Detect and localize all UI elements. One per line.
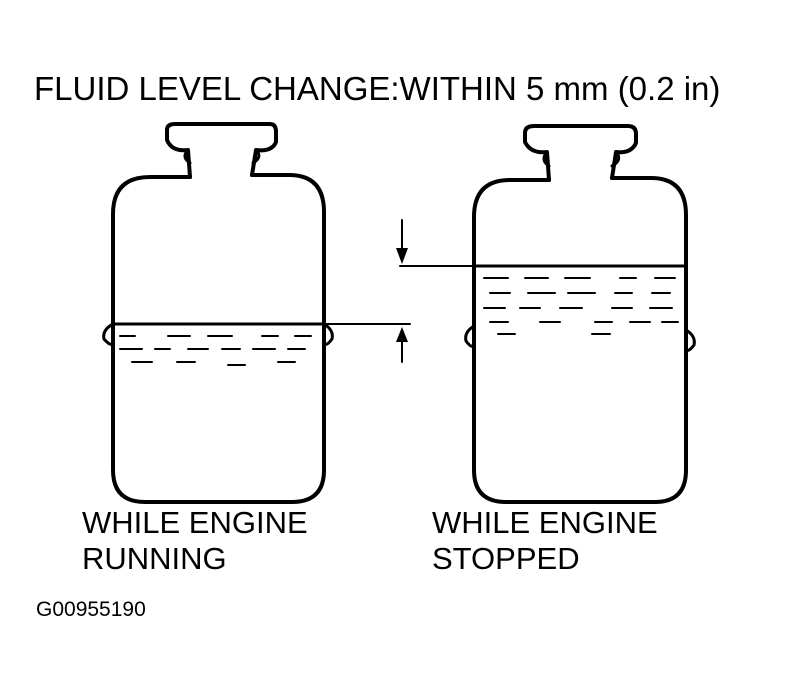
running-caption: WHILE ENGINE RUNNING	[82, 505, 308, 577]
stopped-caption-line1: WHILE ENGINE	[432, 505, 658, 540]
left-side-lug	[102, 322, 115, 346]
running-caption-line2: RUNNING	[82, 541, 227, 576]
left-reservoir	[102, 122, 411, 504]
right-side-lug	[464, 324, 476, 348]
right-reservoir-cap	[523, 124, 638, 182]
right-reservoir	[399, 124, 696, 504]
left-fluid-dashes	[119, 335, 312, 366]
down-arrow-icon	[396, 248, 408, 264]
up-arrow-icon	[396, 327, 408, 342]
stopped-caption-line2: STOPPED	[432, 541, 580, 576]
running-caption-line1: WHILE ENGINE	[82, 505, 308, 540]
right-reservoir-body	[472, 176, 688, 504]
left-reservoir-cap	[165, 122, 278, 179]
figure-id: G00955190	[36, 598, 146, 621]
stopped-caption: WHILE ENGINE STOPPED	[432, 505, 658, 577]
diagram-title: FLUID LEVEL CHANGE:WITHIN 5 mm (0.2 in)	[34, 70, 721, 107]
left-reservoir-body	[111, 173, 326, 504]
right-fluid-dashes	[483, 277, 679, 335]
